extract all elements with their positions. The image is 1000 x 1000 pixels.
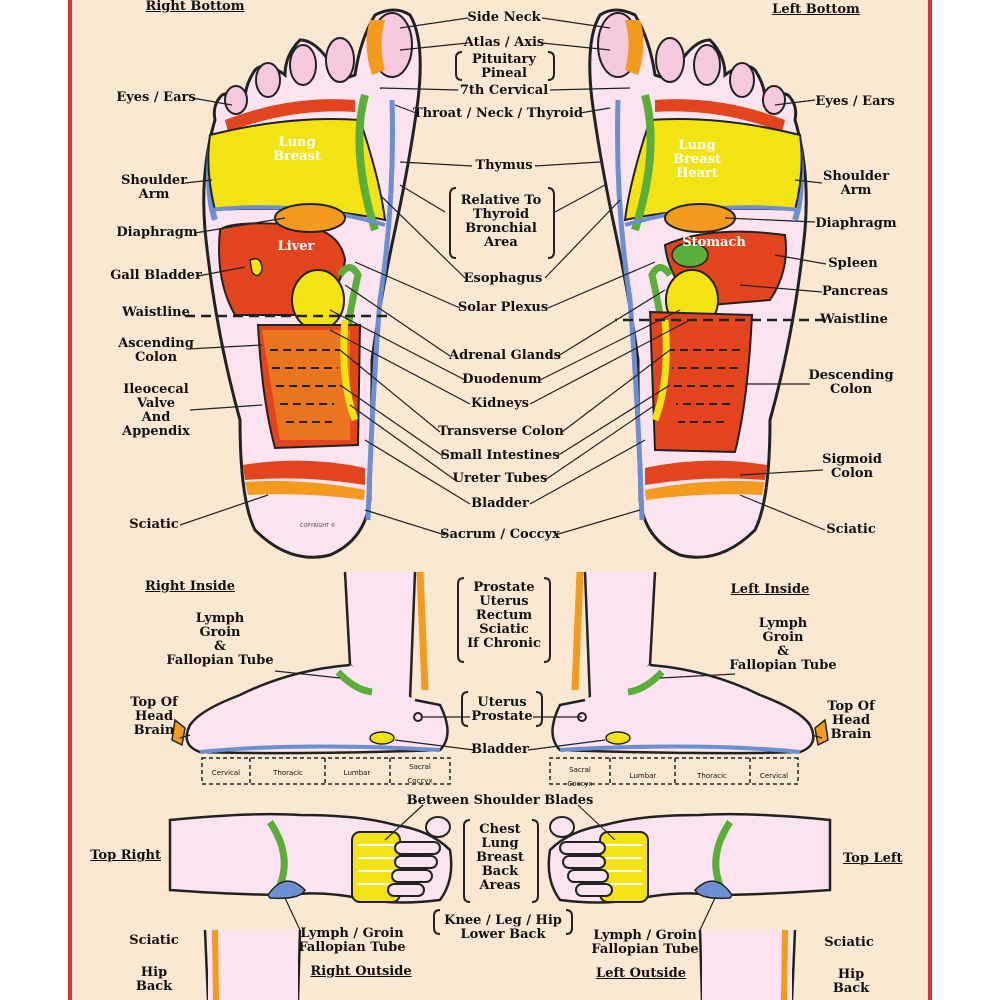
- top-left-foot: [547, 812, 832, 904]
- label-left-eyes-ears: Eyes / Ears: [815, 94, 895, 109]
- label-left-hip-back: Hip Back: [832, 967, 870, 996]
- label-liver: Liver: [277, 239, 315, 254]
- label-prostate-group: Prostate Uterus Rectum Sciatic If Chroni…: [467, 580, 541, 651]
- label-right-lymph-groin: Lymph Groin & Fallopian Tube: [166, 611, 274, 668]
- label-sigmoid-colon: Sigmoid Colon: [822, 452, 882, 481]
- label-right-hip-back: Hip Back: [135, 965, 173, 994]
- label-transverse-colon: Transverse Colon: [438, 424, 564, 439]
- label-left-lymph-groin: Lymph Groin & Fallopian Tube: [729, 616, 837, 673]
- label-side-neck: Side Neck: [467, 10, 541, 25]
- label-ureter-tubes: Ureter Tubes: [452, 471, 548, 486]
- label-chest-group: Chest Lung Breast Back Areas: [476, 822, 524, 893]
- right-inside-foot: [171, 571, 451, 785]
- title-left-inside: Left Inside: [730, 582, 810, 597]
- title-top-left: Top Left: [843, 851, 903, 866]
- spine-left-thoracic: Thoracic: [697, 772, 727, 780]
- label-ileocecal: Ileocecal Valve And Appendix: [122, 382, 190, 439]
- label-lung-breast-heart: Lung Breast Heart: [673, 138, 721, 181]
- label-right-lymph-groin-outside: Lymph / Groin Fallopian Tube: [298, 926, 406, 955]
- label-left-top-of-head: Top Of Head Brain: [827, 699, 875, 742]
- label-sacrum-coccyx: Sacrum / Coccyx: [440, 527, 560, 542]
- label-gall-bladder: Gall Bladder: [110, 268, 202, 283]
- label-left-sciatic-outside: Sciatic: [824, 935, 874, 950]
- label-knee-leg-hip: Knee / Leg / Hip Lower Back: [444, 913, 562, 942]
- label-small-intestines: Small Intestines: [440, 448, 560, 463]
- spine-left-lumbar: Lumbar: [629, 772, 657, 780]
- title-left-outside: Left Outside: [596, 966, 686, 981]
- label-atlas-axis: Atlas / Axis: [463, 35, 545, 50]
- spine-left-sacral: Sacral Coccyx: [567, 766, 593, 788]
- label-right-diaphragm: Diaphragm: [116, 225, 198, 240]
- left-inside-foot: [549, 571, 829, 785]
- label-right-waistline: Waistline: [122, 305, 190, 320]
- label-spleen: Spleen: [828, 256, 878, 271]
- label-kidneys: Kidneys: [471, 396, 529, 411]
- title-top-right: Top Right: [90, 848, 161, 863]
- title-right-outside: Right Outside: [310, 964, 412, 979]
- label-lung-breast: Lung Breast: [273, 135, 321, 164]
- label-relative-thyroid: Relative To Thyroid Bronchial Area: [460, 193, 542, 250]
- title-right-inside: Right Inside: [145, 579, 235, 594]
- label-ascending-colon: Ascending Colon: [118, 336, 194, 365]
- label-thymus: Thymus: [475, 158, 533, 173]
- spine-left-cervical: Cervical: [759, 772, 789, 780]
- copyright-mark: COPYRIGHT ©: [300, 522, 336, 529]
- label-left-lymph-groin-outside: Lymph / Groin Fallopian Tube: [591, 928, 699, 957]
- label-right-sciatic: Sciatic: [129, 517, 179, 532]
- spine-right-lumbar: Lumbar: [343, 769, 371, 777]
- label-right-shoulder-arm: Shoulder Arm: [120, 173, 188, 202]
- left-outside-foot: [698, 929, 797, 1000]
- label-right-top-of-head: Top Of Head Brain: [130, 695, 178, 738]
- label-bladder: Bladder: [471, 496, 529, 511]
- label-left-diaphragm: Diaphragm: [815, 216, 897, 231]
- label-left-sciatic: Sciatic: [826, 522, 876, 537]
- label-descending-colon: Descending Colon: [808, 368, 894, 397]
- label-uterus-prostate: Uterus Prostate: [471, 695, 533, 724]
- label-7th-cervical: 7th Cervical: [459, 83, 549, 98]
- label-pituitary-pineal: Pituitary Pineal: [472, 52, 536, 81]
- left-bottom-foot: [588, 8, 825, 559]
- label-left-shoulder-arm: Shoulder Arm: [822, 169, 890, 198]
- right-outside-foot: [203, 929, 302, 1000]
- label-right-eyes-ears: Eyes / Ears: [116, 90, 196, 105]
- spine-right-sacral: Sacral Coccyx: [407, 763, 433, 785]
- title-left-bottom: Left Bottom: [772, 2, 860, 17]
- label-duodenum: Duodenum: [462, 372, 542, 387]
- brackets: [433, 51, 573, 935]
- label-right-sciatic-outside: Sciatic: [129, 933, 179, 948]
- label-stomach: Stomach: [682, 235, 746, 250]
- spine-right-thoracic: Thoracic: [273, 769, 303, 777]
- top-right-foot: [168, 812, 453, 904]
- label-esophagus: Esophagus: [463, 271, 543, 286]
- leader-lines: [179, 17, 827, 931]
- label-bladder-inside: Bladder: [471, 742, 529, 757]
- label-throat-neck-thyroid: Throat / Neck / Thyroid: [413, 106, 583, 121]
- label-adrenal-glands: Adrenal Glands: [449, 348, 561, 363]
- title-right-bottom: Right Bottom: [145, 0, 245, 14]
- right-bottom-foot: COPYRIGHT ©: [185, 8, 422, 559]
- label-left-waistline: Waistline: [820, 312, 888, 327]
- label-between-shoulder-blades: Between Shoulder Blades: [406, 793, 594, 808]
- label-solar-plexus: Solar Plexus: [457, 300, 549, 315]
- label-pancreas: Pancreas: [821, 284, 889, 299]
- spine-right-cervical: Cervical: [211, 769, 241, 777]
